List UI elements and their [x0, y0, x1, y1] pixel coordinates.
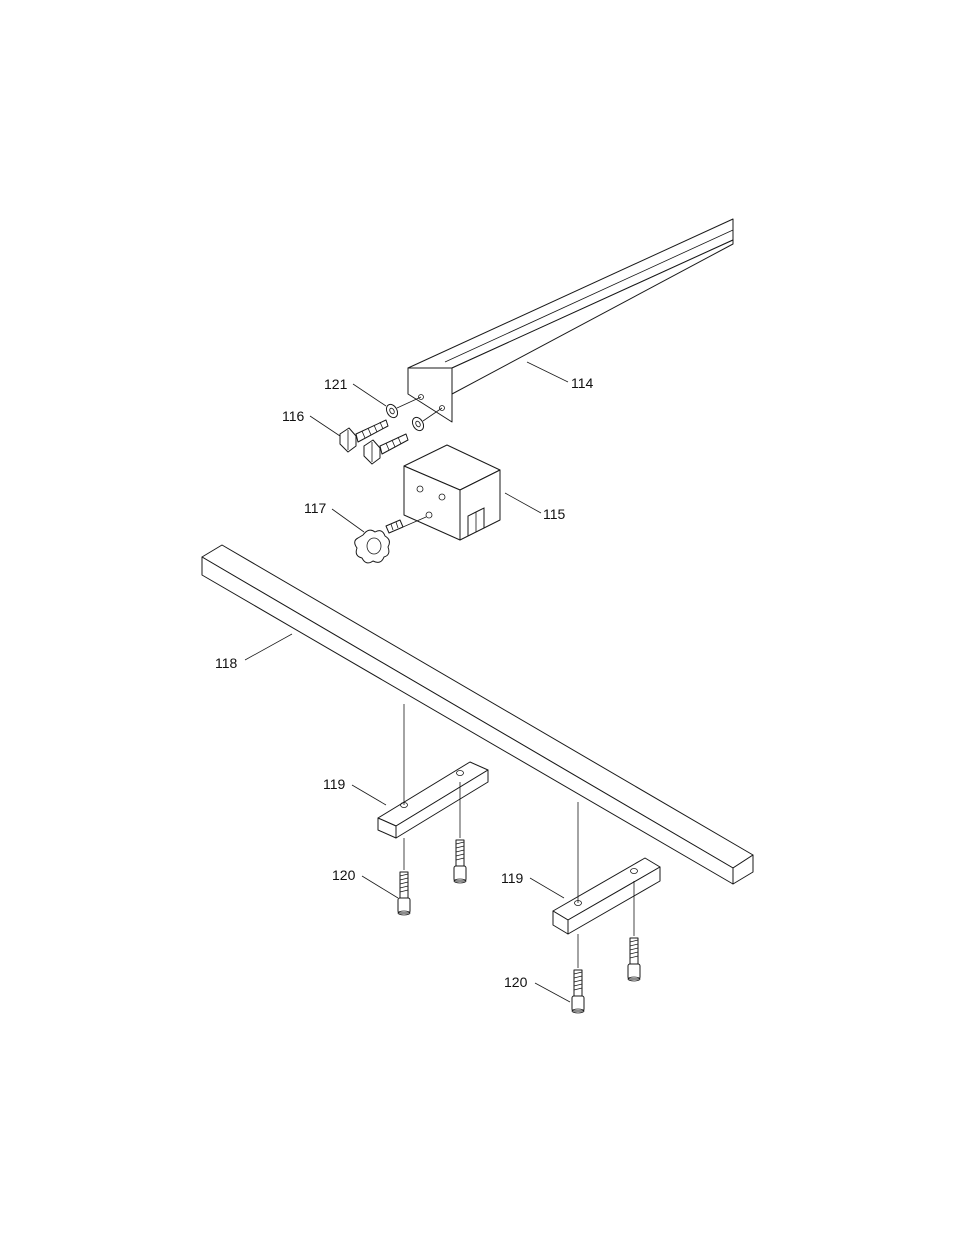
- knob-part-117: [355, 517, 426, 563]
- label-116: 116: [282, 408, 305, 424]
- label-115: 115: [543, 506, 566, 522]
- rail-part-118: [202, 545, 753, 884]
- mounting-bar-part-119-right: [553, 858, 660, 934]
- label-121: 121: [324, 376, 348, 392]
- label-120-left: 120: [332, 867, 356, 883]
- bolts-part-116: [340, 420, 408, 464]
- block-part-115: [404, 445, 500, 540]
- label-119-right: 119: [501, 870, 524, 886]
- screw-120-d: [628, 938, 640, 981]
- label-117: 117: [304, 500, 327, 516]
- screw-120-b: [454, 840, 466, 883]
- label-119-left: 119: [323, 776, 346, 792]
- screw-120-c: [572, 970, 584, 1013]
- fence-part-114: [408, 219, 733, 422]
- screw-120-a: [398, 872, 410, 915]
- mounting-bar-part-119-left: [378, 762, 488, 838]
- label-114: 114: [571, 375, 594, 391]
- label-118: 118: [215, 655, 238, 671]
- label-120-right: 120: [504, 974, 528, 990]
